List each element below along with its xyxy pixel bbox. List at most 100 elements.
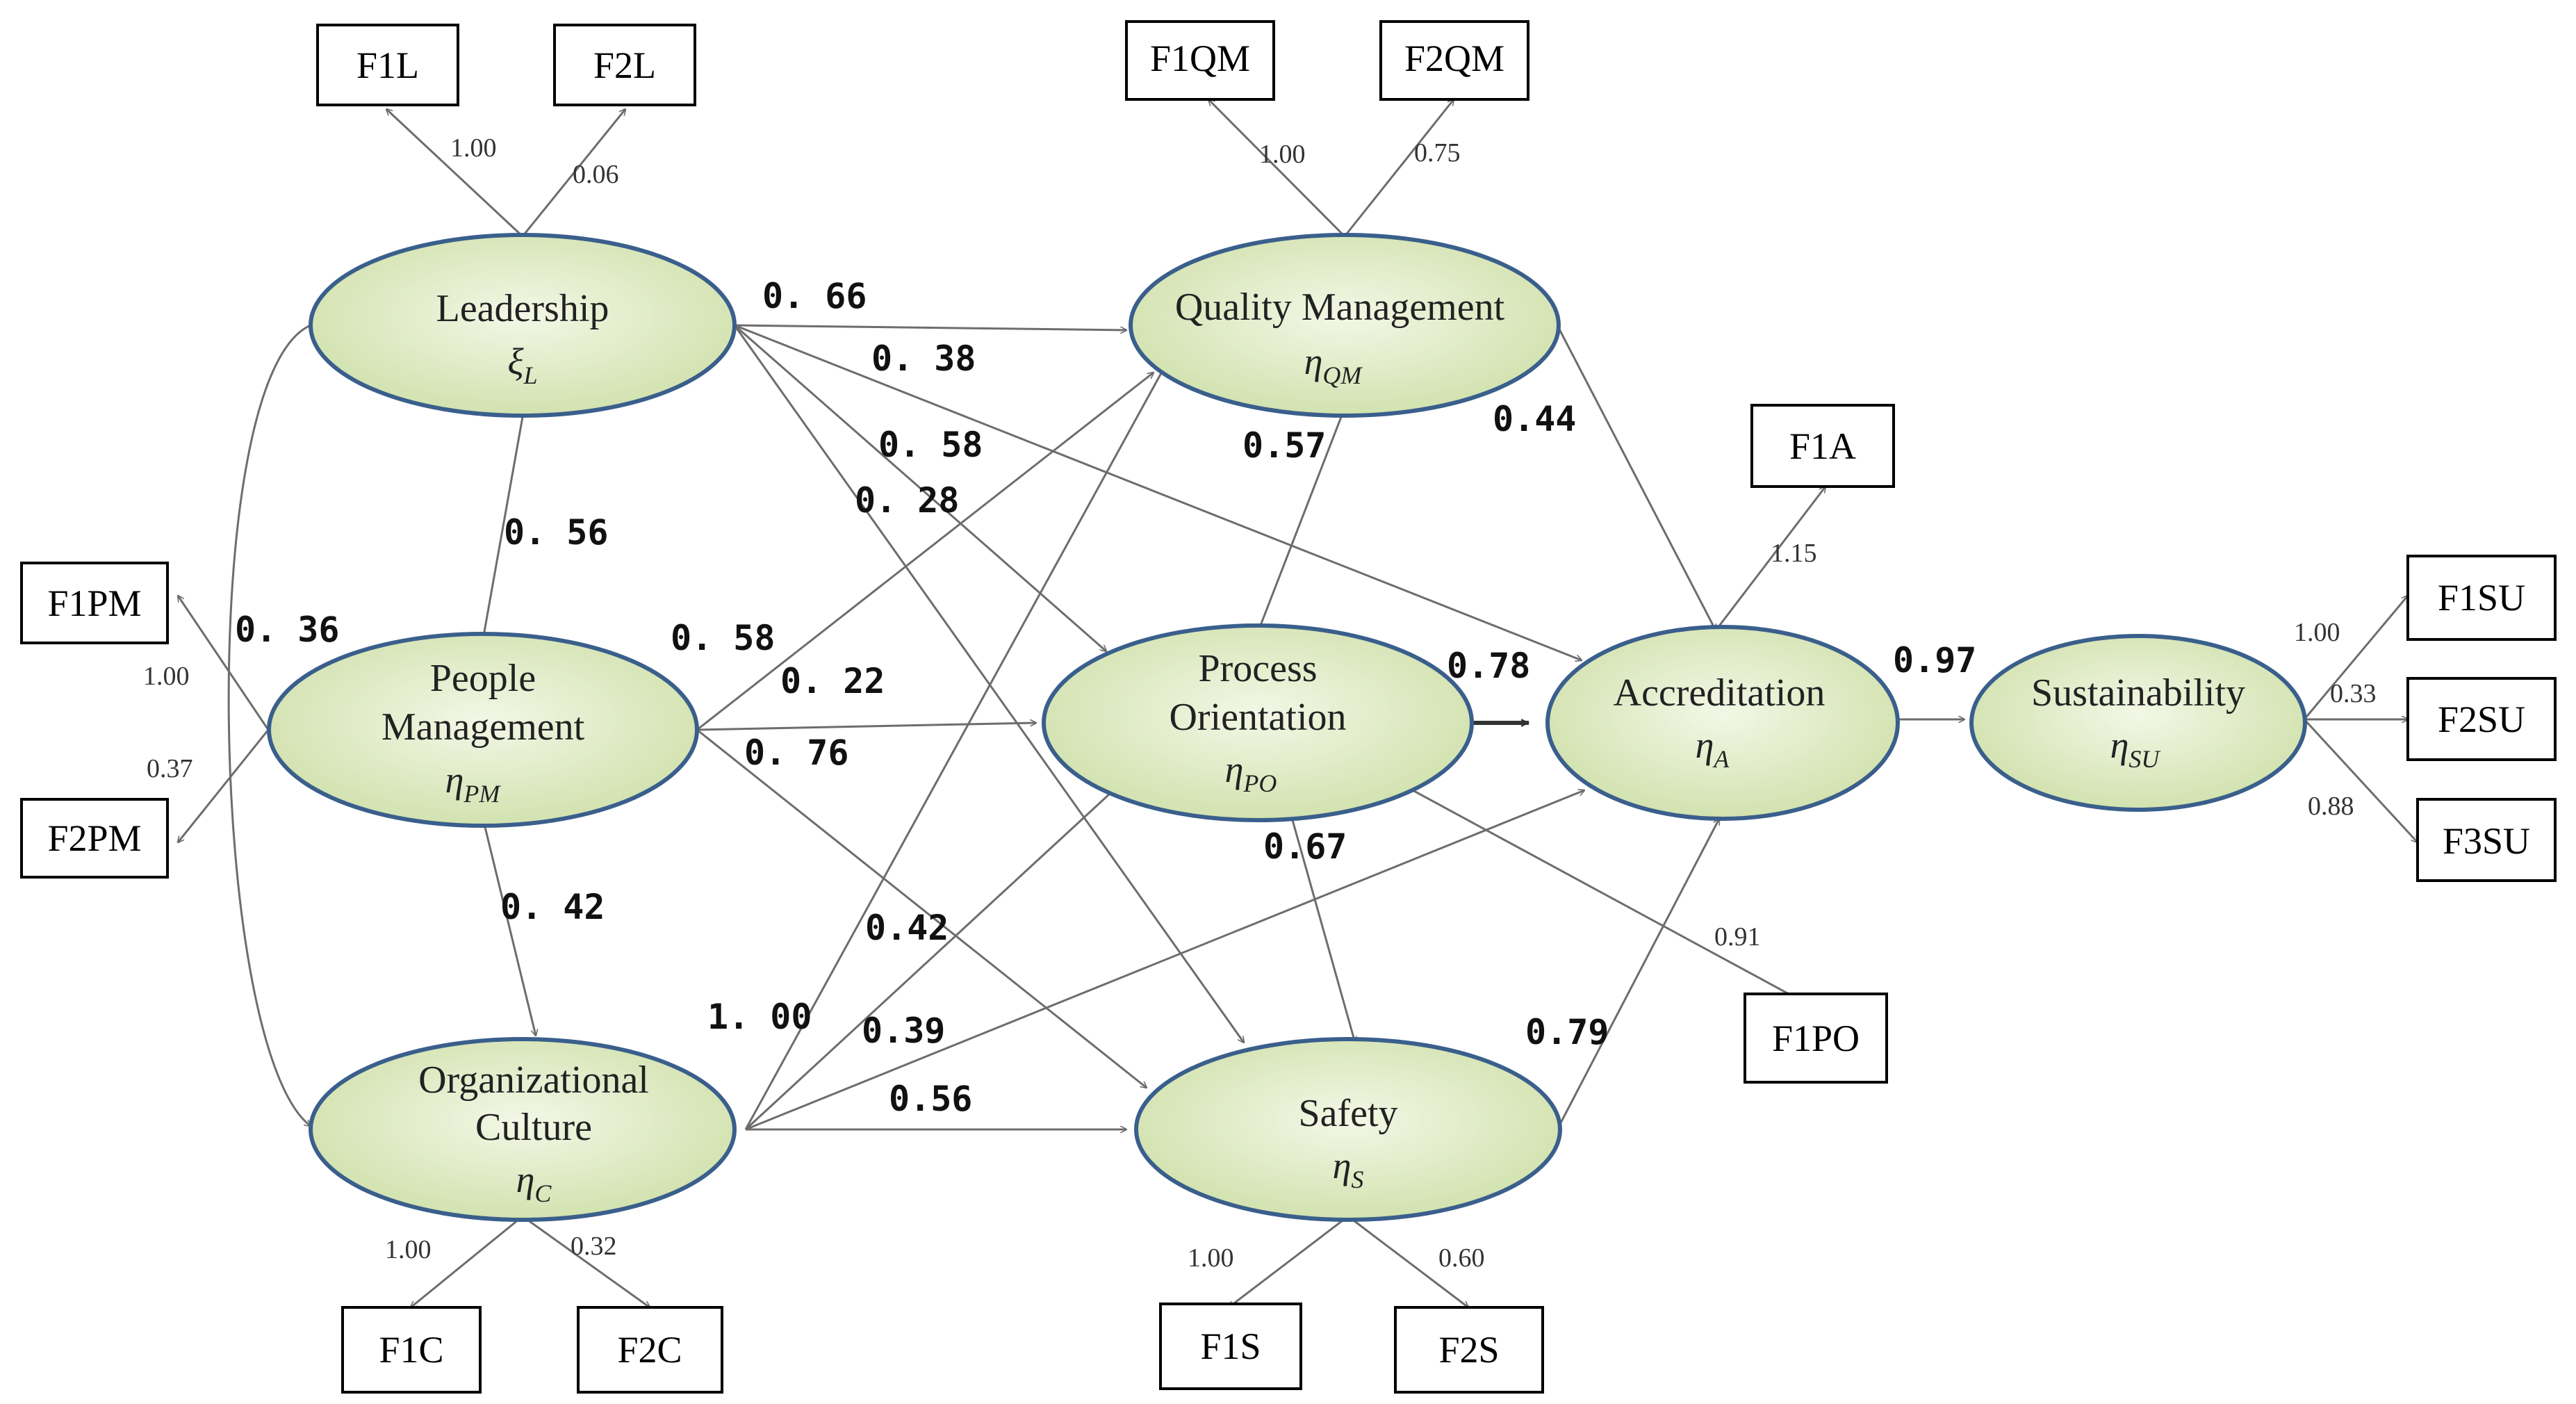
construct-safety-symbol: ηS [1333, 1145, 1364, 1193]
factor-loadings: 1.00 0.06 1.00 0.75 1.00 0.37 1.15 1.00 … [143, 133, 2377, 1273]
indicator-F1C: F1C [341, 1306, 482, 1394]
construct-quality-management-ellipse [1129, 233, 1561, 418]
construct-organizational-culture-label-2: Culture [475, 1106, 592, 1149]
loading-F2QM: 0.75 [1414, 138, 1461, 168]
indicator-F1QM: F1QM [1125, 20, 1275, 101]
indicator-F1A-label: F1A [1789, 425, 1856, 467]
construct-accreditation-label: Accreditation [1614, 671, 1826, 715]
loading-line-F1PO [1403, 784, 1814, 1008]
coef-L-S: 0. 28 [855, 480, 960, 521]
path-L-PM [483, 416, 524, 639]
loading-F1L: 1.00 [450, 133, 497, 163]
indicator-F2SU: F2SU [2406, 677, 2557, 761]
path-L-QM [734, 324, 1126, 330]
indicator-F2S: F2S [1394, 1306, 1544, 1394]
coef-PM-PO: 0. 22 [780, 661, 885, 701]
indicator-F2C: F2C [577, 1306, 723, 1394]
path-L-S [733, 325, 1244, 1043]
loading-lines [178, 99, 2418, 1307]
loading-line-F2S [1347, 1215, 1468, 1307]
construct-safety-label: Safety [1298, 1092, 1397, 1135]
construct-people-management-label-1: People [430, 657, 536, 700]
construct-accreditation-symbol: ηA [1696, 724, 1730, 773]
construct-organizational-culture-label-1: Organizational [418, 1059, 649, 1102]
construct-process-orientation-label-1: Process [1198, 647, 1317, 690]
coef-C-A: 0.39 [862, 1011, 945, 1051]
construct-safety-ellipse [1134, 1037, 1562, 1222]
indicator-F2SU-label: F2SU [2438, 699, 2525, 740]
coef-PM-S: 0. 76 [744, 733, 849, 773]
path-QM-PO [1258, 416, 1343, 632]
construct-people-management-label-2: Management [382, 705, 585, 749]
construct-sustainability-label: Sustainability [2031, 671, 2245, 715]
coef-L-QM: 0. 66 [762, 276, 867, 316]
structural-paths [227, 324, 1964, 1131]
construct-leadership: Leadership ξL [309, 233, 737, 418]
coef-C-S: 0.56 [889, 1079, 972, 1119]
indicator-F1PO-label: F1PO [1772, 1018, 1860, 1059]
construct-accreditation: Accreditation ηA [1545, 625, 1900, 821]
path-C-PO [744, 785, 1119, 1131]
indicator-F1L: F1L [316, 24, 459, 106]
indicator-F3SU-label: F3SU [2443, 820, 2530, 862]
loading-line-F1S [1229, 1215, 1349, 1307]
coef-L-C: 0. 36 [235, 610, 340, 650]
indicator-F1SU-label: F1SU [2438, 577, 2525, 619]
construct-process-orientation-symbol: ηPO [1225, 749, 1277, 797]
path-C-QM [744, 358, 1170, 1130]
loading-line-F1A [1714, 487, 1826, 631]
loading-F1PM: 1.00 [143, 662, 190, 691]
coef-L-PM: 0. 56 [504, 512, 609, 553]
construct-organizational-culture: Organizational Culture ηC [309, 1037, 737, 1222]
loading-line-F2PM [178, 729, 270, 842]
loading-F2S: 0.60 [1438, 1243, 1485, 1273]
loading-F1SU: 1.00 [2294, 618, 2340, 647]
indicator-F1PO: F1PO [1744, 993, 1888, 1084]
indicator-F1PM: F1PM [20, 562, 169, 644]
loading-F1QM: 1.00 [1259, 140, 1306, 169]
loading-F2PM: 0.37 [147, 754, 193, 783]
indicator-F2PM-label: F2PM [47, 817, 141, 859]
path-L-C [227, 324, 311, 1126]
construct-process-orientation-label-2: Orientation [1169, 696, 1346, 739]
path-QM-A [1556, 325, 1717, 630]
path-PM-C [484, 826, 536, 1036]
indicator-F1L-label: F1L [356, 44, 419, 86]
indicator-F1QM-label: F1QM [1150, 38, 1250, 79]
coef-A-SU: 0.97 [1893, 640, 1976, 680]
indicator-F3SU: F3SU [2416, 798, 2557, 882]
coef-S-A: 0.79 [1525, 1012, 1609, 1052]
construct-safety: Safety ηS [1134, 1037, 1562, 1222]
construct-leadership-symbol: ξL [507, 341, 537, 389]
loading-F2C: 0.32 [571, 1232, 617, 1261]
construct-sustainability-symbol: ηSU [2110, 724, 2161, 773]
indicator-F2S-label: F2S [1438, 1329, 1499, 1371]
loading-F1A: 1.15 [1771, 539, 1817, 568]
construct-quality-management-symbol: ηQM [1304, 341, 1363, 389]
construct-people-management-ellipse [267, 632, 699, 828]
construct-quality-management: Quality Management ηQM [1129, 233, 1561, 418]
path-PM-S [696, 728, 1147, 1088]
coef-PO-A: 0.78 [1447, 646, 1530, 686]
path-PO-S [1291, 819, 1355, 1043]
coef-C-QM: 1. 00 [707, 997, 812, 1037]
indicator-F2PM: F2PM [20, 798, 169, 879]
coef-QM-A: 0.44 [1493, 399, 1576, 439]
indicator-F2QM-label: F2QM [1404, 38, 1504, 79]
path-PM-PO [696, 723, 1036, 731]
loading-line-F1SU [2303, 596, 2408, 720]
coef-L-PO: 0. 58 [878, 425, 983, 465]
indicator-F1S: F1S [1159, 1303, 1302, 1390]
indicator-F2L: F2L [553, 24, 696, 106]
path-coefficients: 0. 66 0. 38 0. 58 0. 28 0. 56 0. 36 0. 5… [235, 276, 1976, 1119]
coef-PM-C: 0. 42 [500, 887, 605, 927]
indicator-F1SU: F1SU [2406, 555, 2557, 641]
loading-F1C: 1.00 [385, 1235, 432, 1264]
coef-L-A: 0. 38 [871, 338, 976, 379]
indicator-F1A: F1A [1750, 404, 1895, 488]
loading-F2SU: 0.33 [2330, 679, 2377, 708]
construct-sustainability-ellipse [1969, 634, 2307, 812]
loading-F2L: 0.06 [573, 160, 619, 189]
construct-leadership-ellipse [309, 233, 737, 418]
